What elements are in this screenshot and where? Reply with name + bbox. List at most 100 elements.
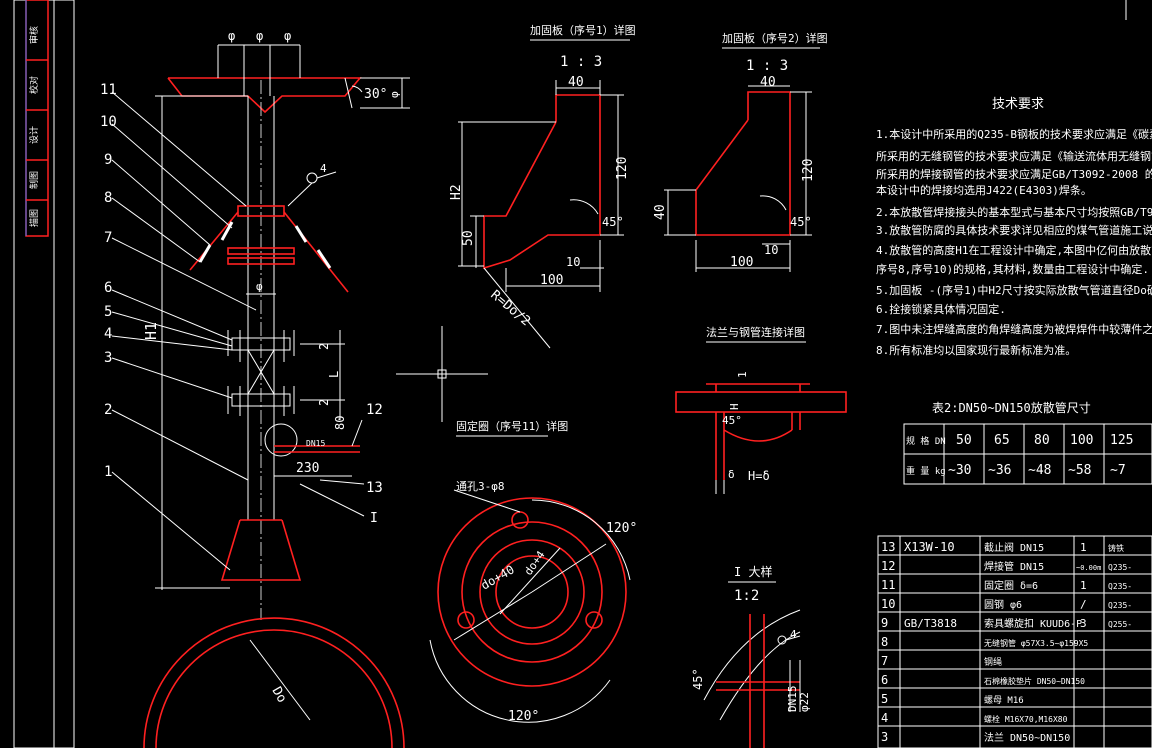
part-label: 2	[104, 402, 112, 418]
bom-name: 圆钢 φ6	[984, 598, 1022, 611]
part-label: 1	[104, 464, 112, 480]
bom-no: 6	[881, 673, 888, 687]
phi-dim: φ	[256, 29, 263, 43]
height-H1: H1	[142, 322, 160, 340]
tech-line: 1.本设计中所采用的Q235-B钢板的技术要求应满足《碳素结构钢》	[876, 127, 1152, 141]
tech-line: 3.放散管防腐的具体技术要求详见相应的煤气管道施工说明。	[876, 223, 1152, 237]
phi-mid: φ	[256, 280, 263, 293]
fixing-ring-detail[interactable]: 固定圈（序号11）详图 通孔3-φ8 120° 120° do+40 do+4	[429, 419, 637, 724]
bom-row: 3 法兰 DN50~DN150	[881, 730, 1070, 744]
bom-name: 索具螺旋扣 KUUD6-P	[984, 617, 1082, 630]
bom-no: 7	[881, 654, 888, 668]
detail2-title: 加固板（序号2）详图	[722, 31, 828, 45]
detail1-radius: R=Do/2	[487, 288, 533, 330]
bom-row: 6 石棉橡胶垫片 DN50~DN150	[881, 673, 1085, 687]
bom-name: 石棉橡胶垫片 DN50~DN150	[984, 676, 1085, 686]
main-elevation-view[interactable]: φ φ φ 30° φ 4	[100, 29, 410, 748]
detail-I-view[interactable]: I 大样 1:2 4 45° DN15 φ22	[691, 564, 811, 748]
bom-no: 11	[881, 578, 895, 592]
bom-code: X13W-10	[904, 540, 955, 554]
bom-name: 法兰 DN50~DN150	[984, 731, 1070, 744]
label-Do: Do	[269, 685, 290, 706]
weight-dn-cell: 125	[1110, 433, 1133, 448]
tech-line: 所采用的焊接钢管的技术要求应满足GB/T3092-2008 的	[876, 167, 1152, 181]
flange-angle: 45°	[722, 414, 742, 427]
detail2-scale: 1 : 3	[746, 58, 788, 74]
strip-label: 描图	[28, 209, 40, 227]
tech-line: 8.所有标准均以国家现行最新标准为准。	[876, 343, 1076, 357]
tech-line: 6.拴接锁紧具体情况固定.	[876, 302, 1006, 316]
label-12: 12	[366, 402, 383, 418]
part-label: 10	[100, 114, 117, 130]
bom-mat: Q235-	[1108, 563, 1132, 572]
weight-kg-cell: ~58	[1068, 463, 1091, 478]
tech-line: 序号8,序号10)的规格,其材料,数量由工程设计中确定.	[876, 262, 1149, 276]
part-label: 8	[104, 190, 112, 206]
flange-pipe-connection-detail[interactable]: 法兰与钢管连接详图 1 H 45° δ H=δ	[675, 325, 847, 494]
bill-of-materials[interactable]: 13 X13W-10 截止阀 DN15 1 铸铁 12 焊接管 DN15 ~0.…	[877, 535, 1152, 748]
strip-label: 审核	[28, 26, 40, 44]
bom-no: 10	[881, 597, 895, 611]
detailI-dn15: DN15	[786, 686, 799, 713]
part-label: 4	[104, 326, 112, 342]
bom-mat: Q255-	[1108, 620, 1132, 629]
bom-no: 8	[881, 635, 888, 649]
phi-dim-right: φ	[388, 91, 401, 98]
bom-row: 10 圆钢 φ6 / Q235-	[881, 597, 1132, 611]
weight-table[interactable]: 表2:DN50~DN150放散管尺寸 规 格 DN 重 量 kg 50 65 8…	[903, 400, 1152, 485]
weight-dn-cell: 50	[956, 433, 972, 448]
weight-dn-cell: 65	[994, 433, 1010, 448]
detail2-right: 120	[801, 159, 816, 182]
detail2-small: 10	[764, 243, 778, 257]
bom-row: 8 无缝钢管 φ57X3.5~φ159X5	[881, 635, 1088, 649]
bom-name: 螺栓 M16X70,M16X80	[984, 714, 1068, 724]
detail2-left: 40	[653, 204, 668, 220]
weight-table-title: 表2:DN50~DN150放散管尺寸	[932, 400, 1091, 415]
detail2-top: 40	[760, 75, 776, 90]
bom-name: 焊接管 DN15	[984, 560, 1044, 573]
reinforcing-plate-1-detail[interactable]: 加固板（序号1）详图 1 : 3 40 H2 120 45° 50 100 10…	[449, 23, 636, 349]
bom-no: 5	[881, 692, 888, 706]
flange-formula: H=δ	[748, 469, 770, 483]
phi-dim: φ	[228, 29, 235, 43]
bom-mat: Q235-	[1108, 582, 1132, 591]
detailI-weld: 4	[790, 628, 797, 641]
bom-no: 3	[881, 730, 888, 744]
technical-requirements: 技术要求 1.本设计中所采用的Q235-B钢板的技术要求应满足《碳素结构钢》 所…	[876, 97, 1152, 357]
bom-no: 12	[881, 559, 895, 573]
bom-qty: /	[1080, 598, 1087, 611]
bom-row: 11 固定圈 δ=6 1 Q235-	[881, 578, 1132, 592]
detail1-scale: 1 : 3	[560, 54, 602, 70]
strip-label: 设计	[28, 126, 40, 144]
reinforcing-plate-2-detail[interactable]: 加固板（序号2）详图 1 : 3 40 120 45° 40 100 10	[653, 31, 828, 272]
part-label: 9	[104, 152, 112, 168]
detail1-h2: H2	[449, 184, 464, 200]
phi-dim: φ	[284, 29, 291, 43]
bom-qty: 1	[1080, 579, 1087, 592]
detail1-title: 加固板（序号1）详图	[530, 23, 636, 37]
bom-code: GB/T3818	[904, 617, 957, 630]
bom-row: 12 焊接管 DN15 ~0.00m Q235-	[881, 559, 1132, 573]
crosshair-cursor-icon	[396, 326, 488, 422]
detail1-right: 120	[615, 157, 630, 180]
part-label: 5	[104, 304, 112, 320]
dim-230: 230	[296, 461, 319, 476]
detail1-bottom: 100	[540, 273, 563, 288]
dim-80: 80	[333, 416, 347, 430]
fixing-dim-2: do+4	[522, 548, 548, 577]
tech-title: 技术要求	[992, 97, 1044, 112]
dim-DN15: DN15	[306, 439, 325, 448]
fixing-angle-1: 120°	[606, 521, 637, 536]
bom-qty: 1	[1080, 541, 1087, 554]
weight-row-head: 规 格 DN	[906, 435, 946, 447]
bom-qty: 3	[1080, 617, 1087, 630]
tech-line: 所采用的无缝钢管的技术要求应满足《输送流体用无缝钢管》GB/	[876, 149, 1152, 163]
weld-4: 4	[320, 162, 327, 175]
bom-name: 截止阀 DN15	[984, 541, 1044, 554]
detailI-angle: 45°	[691, 668, 705, 690]
bom-no: 4	[881, 711, 888, 725]
bom-no: 13	[881, 540, 895, 554]
detailI-phi22: φ22	[798, 692, 811, 712]
detail1-small: 10	[566, 255, 580, 269]
